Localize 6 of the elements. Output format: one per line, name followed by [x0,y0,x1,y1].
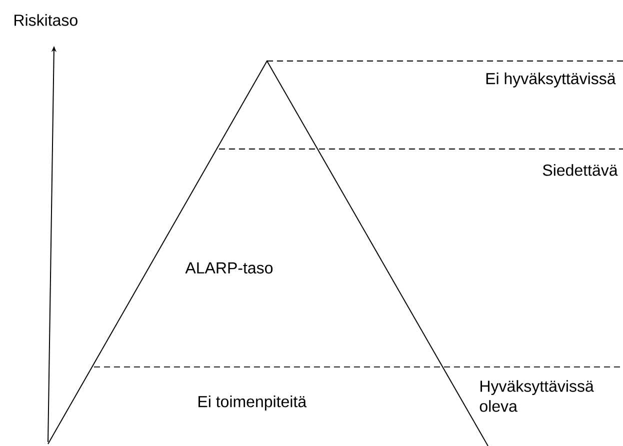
axis-label: Riskitaso [14,14,78,26]
zone-label: ALARP-taso [185,262,273,274]
zone-label: Hyväksyttävissä oleva [480,380,594,412]
zone-label: Ei hyväksyttävissä [486,72,616,88]
zone-label: Siedettävä [542,164,618,176]
zone-label: Ei toimenpiteitä [198,396,307,410]
